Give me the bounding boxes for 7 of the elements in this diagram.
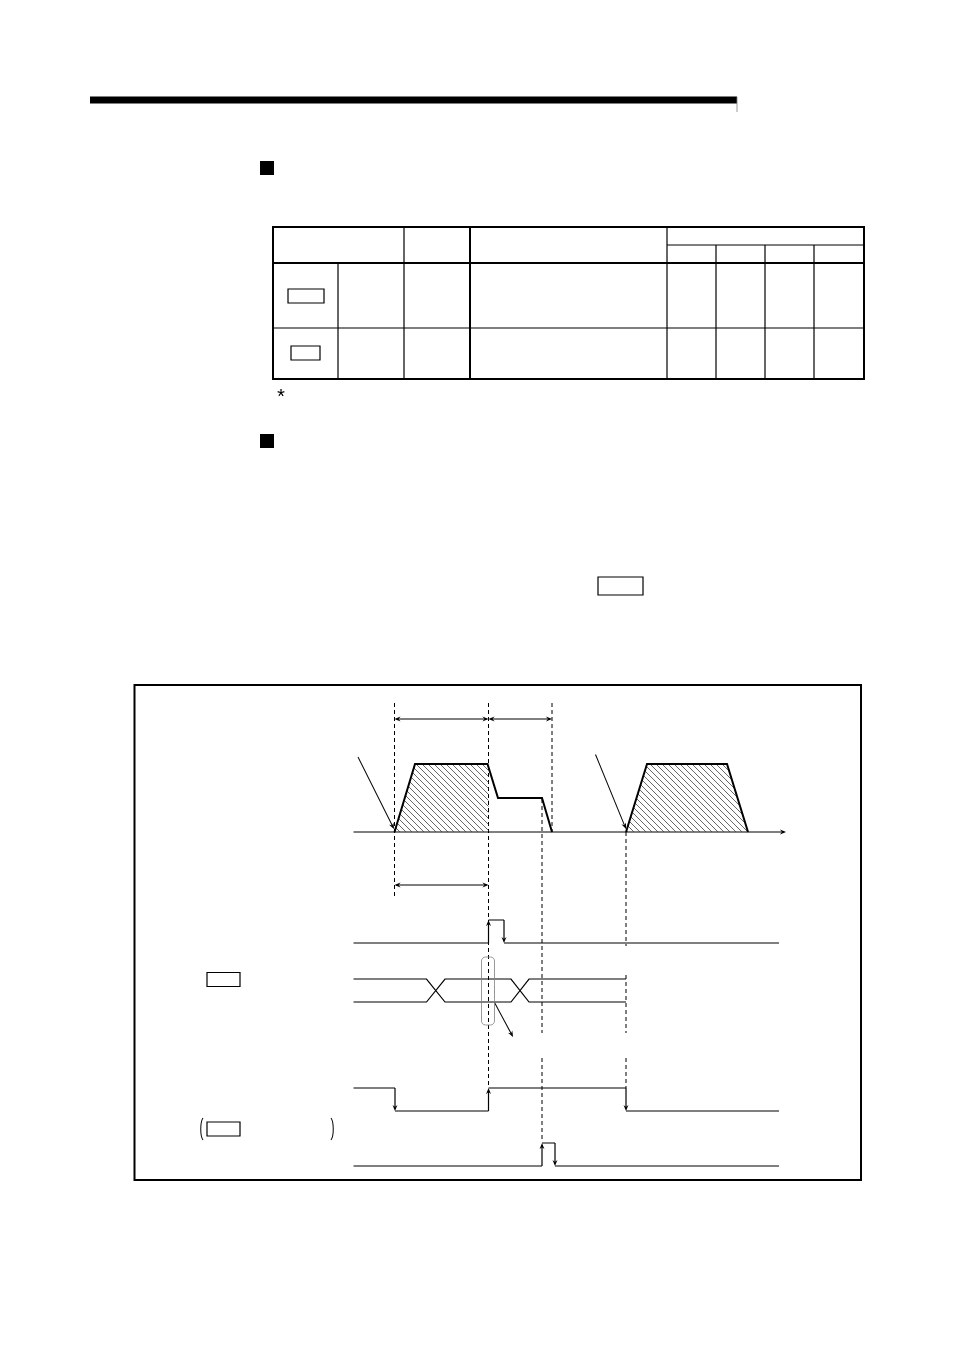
small-box	[597, 576, 644, 596]
rounded-frame	[481, 956, 495, 1026]
small-box	[206, 1121, 241, 1137]
small-box	[287, 288, 325, 304]
small-box	[290, 345, 321, 361]
small-box	[206, 971, 241, 988]
footnote-mark: *	[277, 389, 285, 397]
